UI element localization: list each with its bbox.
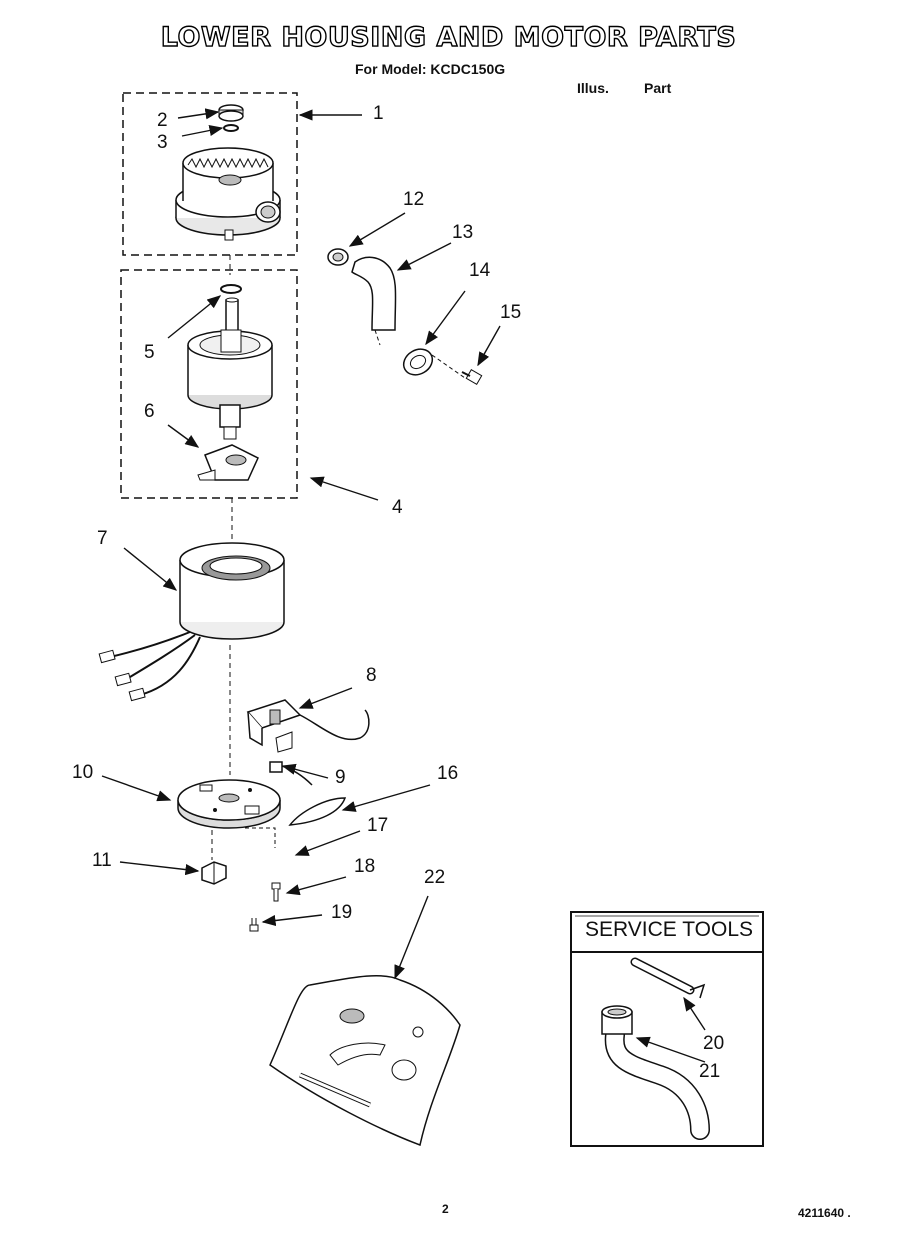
leader-14 xyxy=(425,290,466,346)
leader-17 xyxy=(294,830,361,856)
callout-11: 11 xyxy=(92,850,112,871)
part-7-stator xyxy=(98,542,285,702)
part-19-screw xyxy=(249,918,259,932)
leader-16 xyxy=(341,784,431,812)
leader-20 xyxy=(683,996,706,1031)
callout-7: 7 xyxy=(97,528,108,549)
leader-12 xyxy=(348,212,406,247)
leader-8 xyxy=(298,687,353,709)
callout-12: 12 xyxy=(403,189,425,210)
part-5-washer xyxy=(220,284,242,294)
leader-7 xyxy=(123,547,178,591)
leader-11 xyxy=(119,861,200,876)
callout-2: 2 xyxy=(157,110,168,131)
leader-18 xyxy=(285,876,347,896)
leader-13 xyxy=(396,242,452,271)
page-number: 2 xyxy=(442,1202,449,1216)
part-16-shield xyxy=(288,797,347,826)
leader-4 xyxy=(309,476,379,501)
service-tools-box xyxy=(570,911,764,1147)
callout-10: 10 xyxy=(72,762,94,783)
leader-9 xyxy=(281,763,329,779)
leader-2 xyxy=(177,108,220,120)
callout-3: 3 xyxy=(157,132,168,153)
callout-leaders xyxy=(101,108,706,1063)
leader-19 xyxy=(261,914,323,927)
callout-22: 22 xyxy=(424,867,446,888)
callout-16: 16 xyxy=(437,763,459,784)
callout-21: 21 xyxy=(699,1061,721,1082)
leader-6 xyxy=(167,424,200,448)
part-15-screw xyxy=(461,368,483,386)
leader-5 xyxy=(167,295,222,339)
part-2-seal-cap xyxy=(218,104,244,122)
leader-15 xyxy=(477,325,501,367)
part-9-clip xyxy=(269,761,313,786)
callout-19: 19 xyxy=(331,902,353,923)
motor-rotor-assembly-box xyxy=(120,269,298,499)
illus-column-header: Illus. xyxy=(577,80,609,96)
callout-17: 17 xyxy=(367,815,389,836)
lower-housing-assembly-box xyxy=(122,92,298,256)
callout-20: 20 xyxy=(703,1033,725,1054)
part-17-insulator xyxy=(245,827,276,848)
callout-9: 9 xyxy=(335,767,346,788)
document-code: 4211640 . xyxy=(798,1206,851,1220)
leader-21 xyxy=(635,1036,706,1063)
callout-8: 8 xyxy=(366,665,377,686)
leader-10 xyxy=(101,775,172,802)
part-21-trap-adapter xyxy=(601,1005,710,1140)
part-11-nut xyxy=(201,861,227,885)
model-subtitle: For Model: KCDC150G xyxy=(355,61,506,77)
leader-3 xyxy=(181,124,224,137)
lower-housing xyxy=(175,147,281,241)
callout-1: 1 xyxy=(373,103,384,124)
part-column-header: Part xyxy=(644,80,672,96)
callout-6: 6 xyxy=(144,401,155,422)
part-13-elbow-hose xyxy=(351,256,397,331)
part-6-impeller xyxy=(197,444,259,481)
callout-15: 15 xyxy=(500,302,522,323)
part-8-switch xyxy=(246,699,370,753)
page-title: LOWER HOUSING AND MOTOR PARTS xyxy=(160,21,737,53)
callout-5: 5 xyxy=(144,342,155,363)
motor-rotor xyxy=(187,297,273,440)
callout-13: 13 xyxy=(452,222,474,243)
callout-14: 14 xyxy=(469,260,491,281)
part-20-wrench-tool xyxy=(630,957,706,999)
callout-18: 18 xyxy=(354,856,376,877)
part-12-grommet xyxy=(327,248,349,266)
part-14-gasket xyxy=(402,348,434,376)
part-10-base-plate xyxy=(177,779,281,829)
part-18-screw xyxy=(271,882,281,902)
service-tools-title: SERVICE TOOLS xyxy=(584,918,754,941)
part-3-washer xyxy=(223,124,239,132)
leader-22 xyxy=(394,895,429,980)
part-22-parts-kit-bag xyxy=(269,974,461,1147)
callout-4: 4 xyxy=(392,497,403,518)
